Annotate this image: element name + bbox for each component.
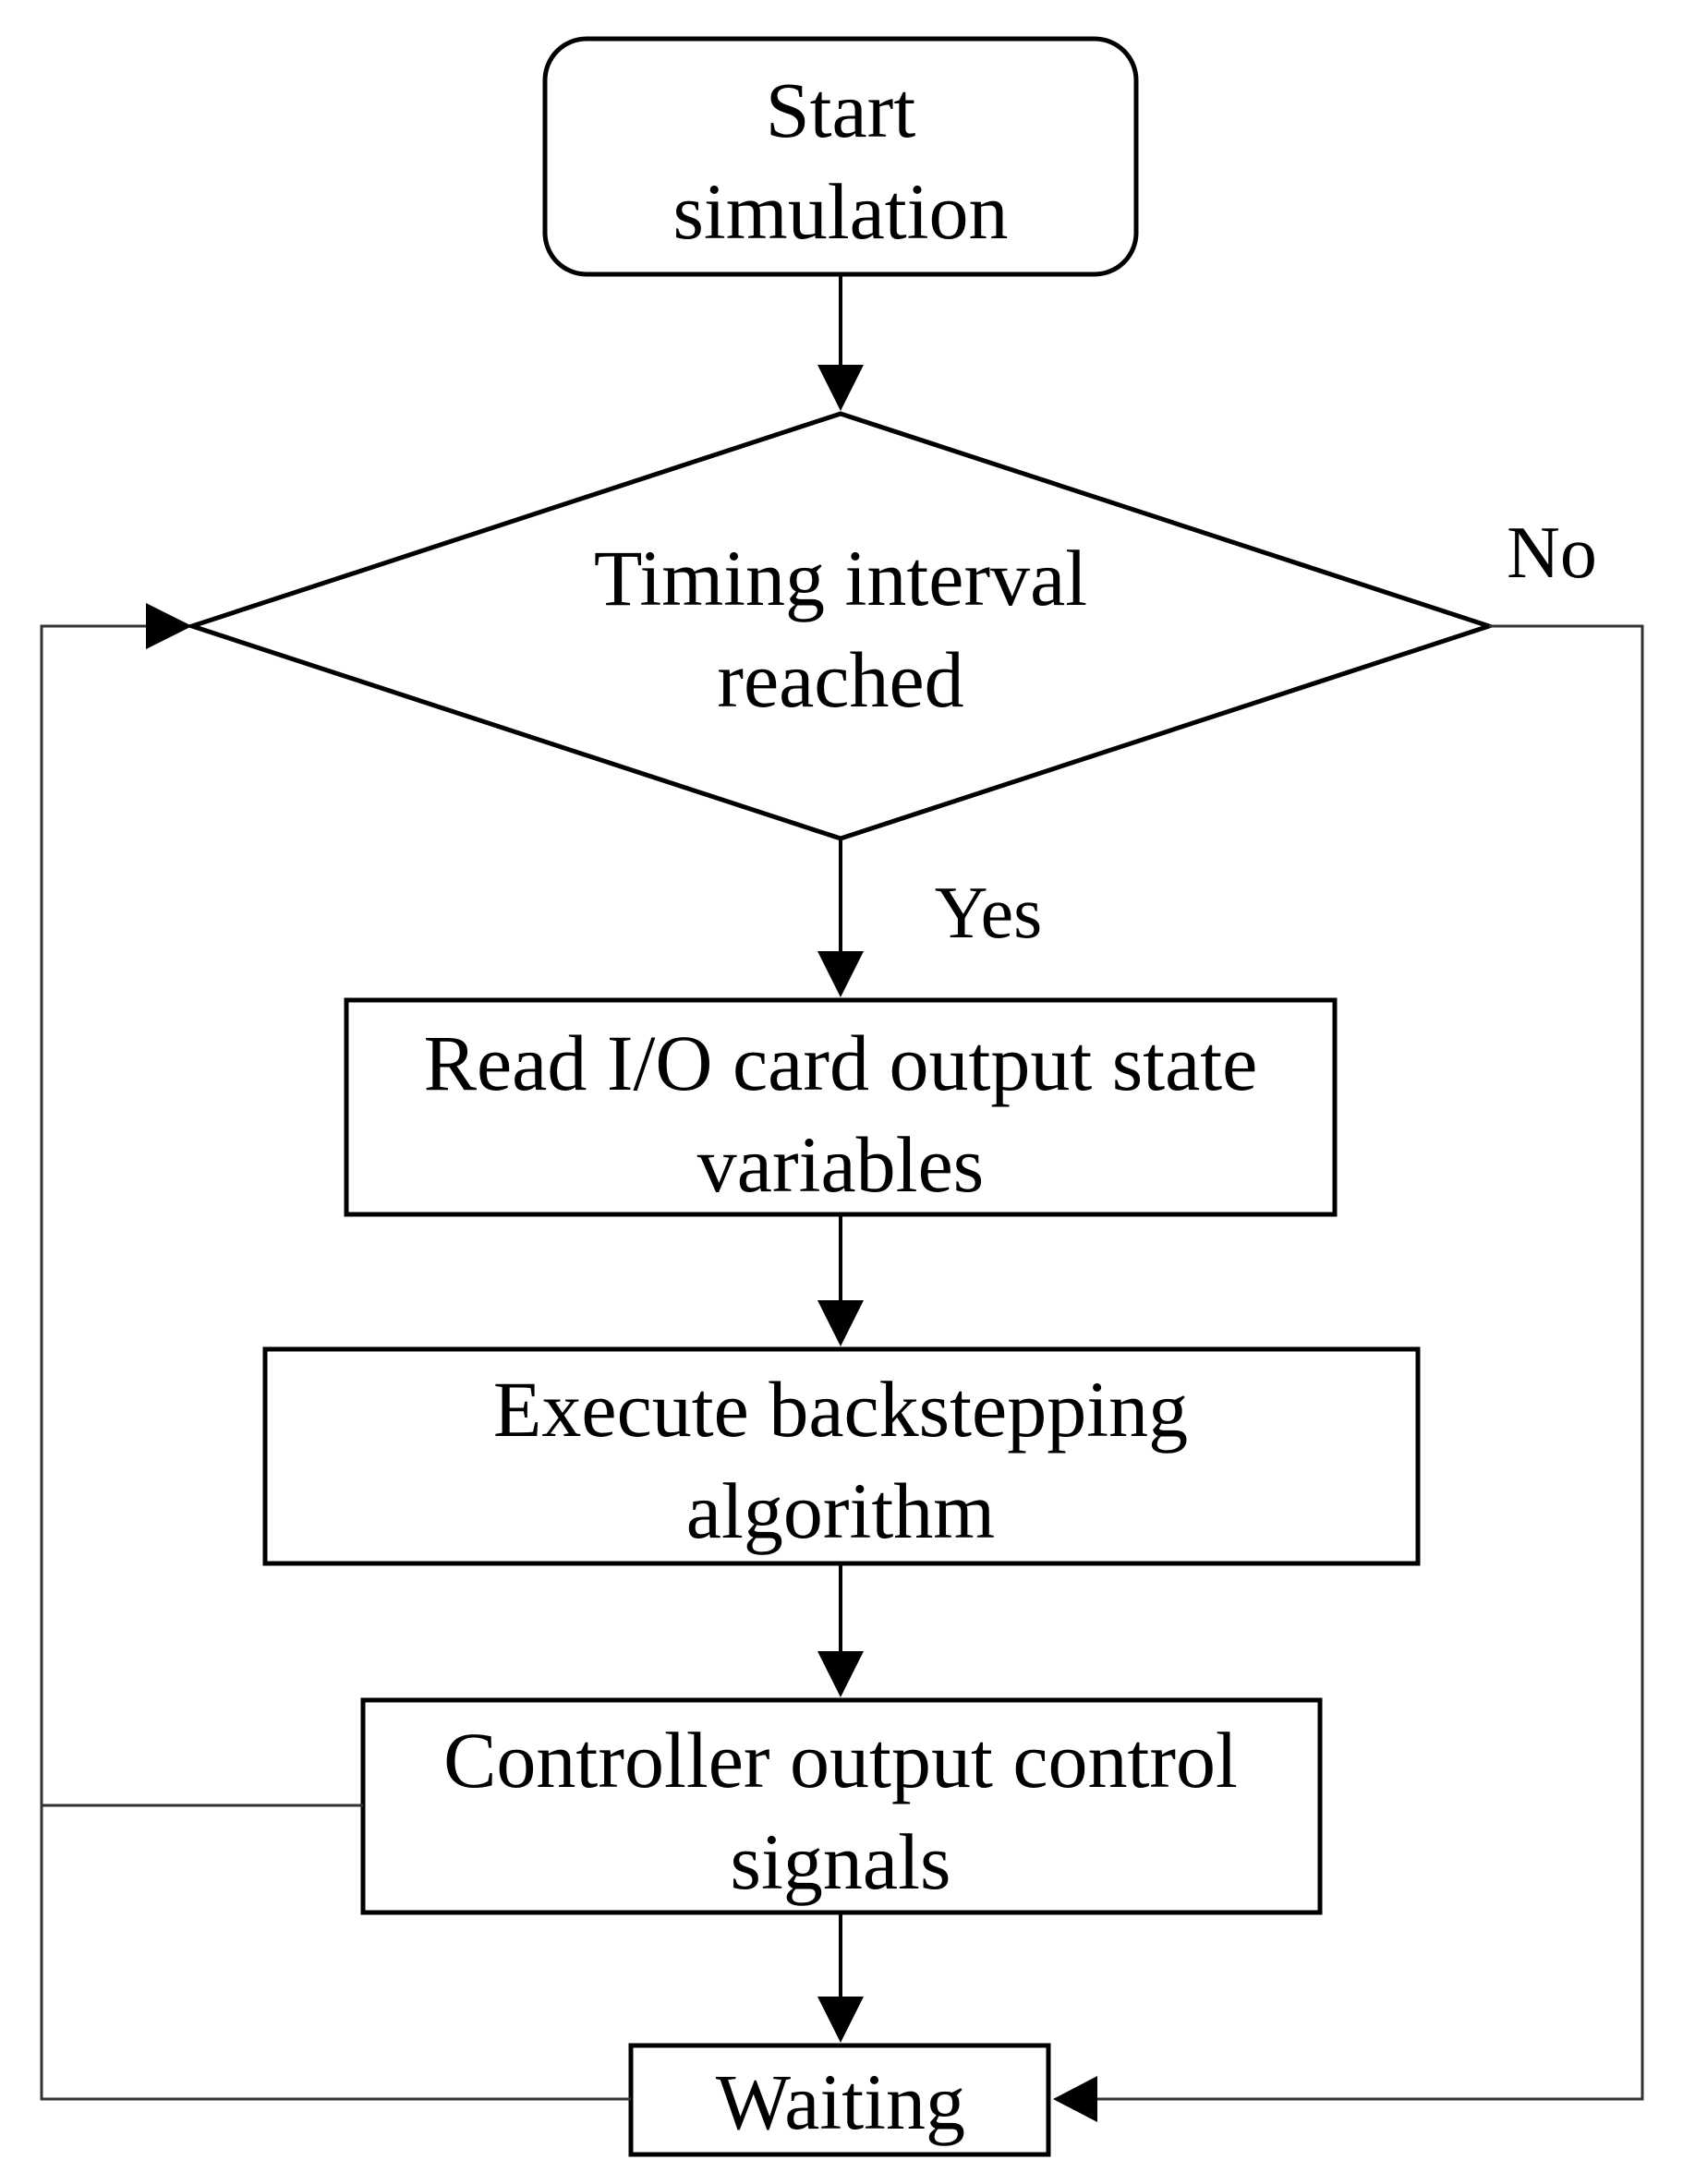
output-node: Controller output control signals xyxy=(360,1697,1323,1915)
start-label-line1: Start xyxy=(766,66,916,154)
loop-back-to-decision xyxy=(40,603,631,2101)
read-label-line1: Read I/O card output state xyxy=(424,1019,1258,1107)
arrow-read-to-execute xyxy=(817,1214,864,1346)
arrow-no-branch-to-waiting xyxy=(1053,624,1644,2122)
waiting-label: Waiting xyxy=(716,2057,965,2146)
execute-node: Execute backstepping algorithm xyxy=(262,1346,1421,1566)
output-label-line2: signals xyxy=(731,1817,951,1906)
decision-label-line2: reached xyxy=(717,635,963,724)
output-label-line1: Controller output control xyxy=(443,1716,1238,1804)
arrow-decision-to-read xyxy=(817,839,864,997)
execute-label-line2: algorithm xyxy=(686,1466,995,1555)
waiting-node: Waiting xyxy=(628,2043,1051,2157)
decision-node: Timing interval reached xyxy=(184,411,1497,841)
execute-label-line1: Execute backstepping xyxy=(493,1365,1188,1454)
start-node: Start simulation xyxy=(542,36,1139,277)
arrow-start-to-decision xyxy=(817,274,864,411)
arrow-output-to-waiting xyxy=(817,1913,864,2043)
decision-label-line1: Timing interval xyxy=(594,534,1087,622)
start-label-line2: simulation xyxy=(672,167,1008,256)
arrow-execute-to-output xyxy=(817,1563,864,1697)
read-label-line2: variables xyxy=(697,1120,984,1209)
read-node: Read I/O card output state variables xyxy=(344,997,1338,1217)
branch-label-no: No xyxy=(1507,513,1597,594)
branch-label-yes: Yes xyxy=(935,873,1042,954)
